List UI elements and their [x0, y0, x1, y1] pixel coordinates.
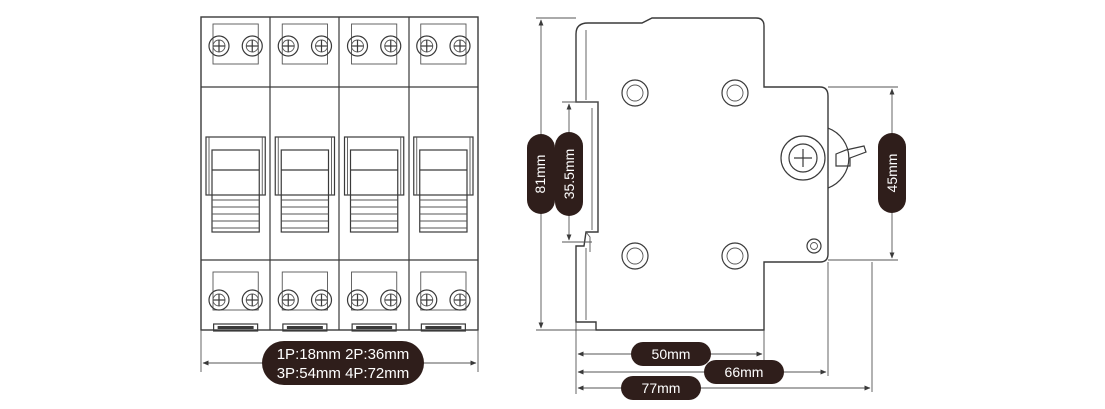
switch-housing [274, 136, 336, 196]
dim-66-pill [704, 360, 784, 384]
handle-arc [827, 127, 850, 189]
terminal-frame-top [351, 23, 398, 65]
dim-77-label: 77mm [642, 380, 681, 396]
terminal-frame-bottom [281, 271, 328, 311]
rivet-icon [621, 79, 649, 107]
indicator-icon [806, 238, 822, 254]
dim-35-pill [555, 132, 583, 216]
front-view: 1P:18mm 2P:36mm 3P:54mm 4P:72mm [200, 16, 479, 385]
din-clip-slot [425, 326, 462, 329]
terminal-frame-top [281, 23, 328, 65]
dim-50-pill [631, 342, 711, 366]
front-width-label-line2: 3P:54mm 4P:72mm [277, 365, 410, 382]
terminal-screw-icon [241, 289, 263, 311]
terminal-screw-icon [416, 289, 438, 311]
terminal-screw-icon [449, 35, 471, 57]
front-width-label-pill [262, 341, 424, 385]
terminal-screw-icon [449, 289, 471, 311]
toggle-lever [211, 149, 260, 233]
din-clip-slot [217, 326, 254, 329]
terminal-frame-bottom [420, 271, 467, 311]
din-clip [351, 323, 397, 332]
terminal-screw-icon [310, 289, 333, 311]
toggle-lever [280, 149, 330, 233]
rivet-icon [621, 242, 649, 270]
din-clip-slot [356, 326, 393, 329]
rivet-icon [721, 242, 749, 270]
terminal-screw-icon [346, 289, 369, 311]
toggle-lever [349, 149, 399, 233]
terminal-screw-icon [310, 35, 333, 57]
dim-81-pill [527, 134, 555, 214]
dim-45-label: 45mm [884, 154, 900, 193]
terminal-screw-icon [380, 35, 402, 57]
dim-66-label: 66mm [725, 364, 764, 380]
side-view: 81mm 35.5mm 45mm 50mm 66mm 77mm [527, 17, 906, 400]
terminal-screw-icon [416, 35, 438, 57]
terminal-screw-icon [277, 35, 299, 57]
toggle-screw-icon [780, 135, 826, 181]
rivet-icon [721, 79, 749, 107]
dim-77-pill [621, 376, 701, 400]
din-clip [420, 323, 466, 332]
side-outline [575, 17, 829, 331]
switch-housing [413, 136, 474, 196]
terminal-frame-bottom [212, 271, 259, 311]
terminal-frame-bottom [351, 271, 398, 311]
terminal-screw-icon [380, 289, 402, 311]
terminal-screw-icon [277, 289, 299, 311]
dim-35-label: 35.5mm [561, 149, 577, 200]
switch-housing [343, 136, 405, 196]
handle-lever-icon [835, 145, 867, 167]
dim-81-label: 81mm [532, 155, 548, 194]
din-clip [213, 323, 259, 332]
terminal-screw-icon [346, 35, 369, 57]
din-clip [282, 323, 328, 332]
front-width-label-line1: 1P:18mm 2P:36mm [277, 346, 410, 363]
terminal-screw-icon [241, 35, 263, 57]
terminal-frame-top [420, 23, 467, 65]
dim-45-pill [878, 133, 906, 213]
switch-housing [205, 136, 266, 196]
terminal-frame-top [212, 23, 259, 65]
terminal-screw-icon [208, 289, 230, 311]
dim-50-label: 50mm [652, 346, 691, 362]
din-clip-slot [286, 326, 323, 329]
terminal-screw-icon [208, 35, 230, 57]
toggle-lever [419, 149, 468, 233]
